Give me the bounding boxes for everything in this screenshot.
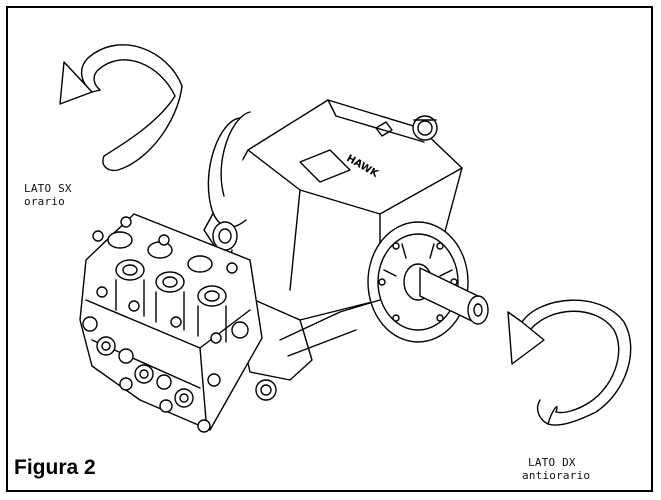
manifold-ports xyxy=(82,316,277,433)
valve-plugs xyxy=(107,231,227,343)
manifold-bolts xyxy=(92,216,249,344)
left-direction-label: orario xyxy=(24,195,65,208)
figure-caption: Figura 2 xyxy=(14,456,96,479)
right-side-label: LATO DX xyxy=(528,456,576,469)
clockwise-rotation-arrow xyxy=(59,44,183,172)
drive-shaft xyxy=(419,267,489,325)
right-direction-label: antiorario xyxy=(522,469,591,482)
pump-manifold xyxy=(79,213,277,433)
counterclockwise-rotation-arrow xyxy=(507,299,632,426)
left-side-label: LATO SX xyxy=(24,182,72,195)
drive-flange xyxy=(367,221,469,343)
